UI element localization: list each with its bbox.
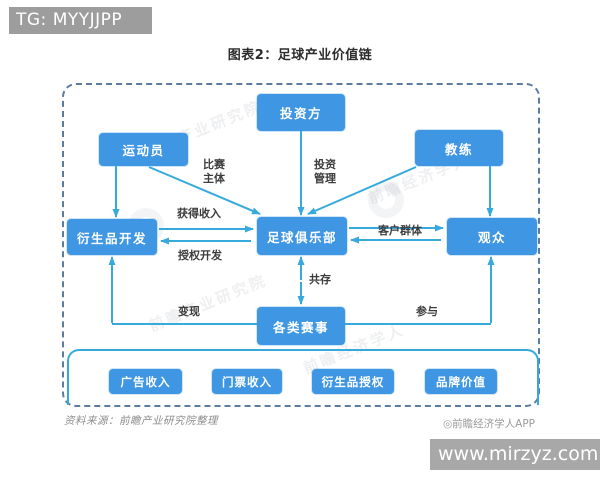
node-investor: 投资方 (257, 94, 345, 131)
edge-coach-club (307, 166, 417, 215)
node-club: 足球俱乐部 (257, 217, 347, 255)
value-item-ad-revenue: 广告收入 (109, 369, 182, 394)
source-note: 资料来源：前瞻产业研究院整理 (64, 415, 218, 427)
value-panel (67, 349, 539, 405)
value-item-derivative-license: 衍生品授权 (312, 369, 394, 394)
connector-lines (108, 131, 495, 325)
edge-label-license-dev: 授权开发 (178, 249, 222, 262)
edge-label-coexist: 共存 (309, 273, 331, 286)
page-title: 图表2：足球产业价值链 (227, 48, 373, 63)
node-coach: 教练 (415, 130, 503, 166)
edge-athlete-club (148, 166, 261, 215)
value-item-brand-value: 品牌价值 (425, 369, 497, 394)
edge-label-match-subject: 比赛主体 (203, 158, 225, 186)
value-item-ticket-revenue: 门票收入 (212, 369, 282, 394)
edge-label-invest-mgmt: 投资管理 (314, 158, 336, 186)
credit-note: ◎前瞻经济学人APP (443, 418, 536, 430)
edge-label-monetize: 变现 (178, 305, 200, 318)
node-events: 各类赛事 (257, 307, 345, 345)
diagram-frame: 投资方 运动员 教练 衍生品开发 足球俱乐部 观众 各类赛事 比赛主体 投资管理… (62, 83, 540, 407)
tg-badge: TG: MYYJJPP (9, 7, 152, 34)
node-derivative: 衍生品开发 (67, 219, 157, 255)
node-athlete: 运动员 (99, 133, 188, 166)
url-watermark: www.mirzyz.com (430, 439, 600, 470)
edge-label-customer-group: 客户群体 (378, 224, 422, 237)
edge-label-earn-income: 获得收入 (177, 207, 221, 220)
node-audience: 观众 (447, 218, 537, 255)
edge-label-participate: 参与 (416, 305, 438, 318)
